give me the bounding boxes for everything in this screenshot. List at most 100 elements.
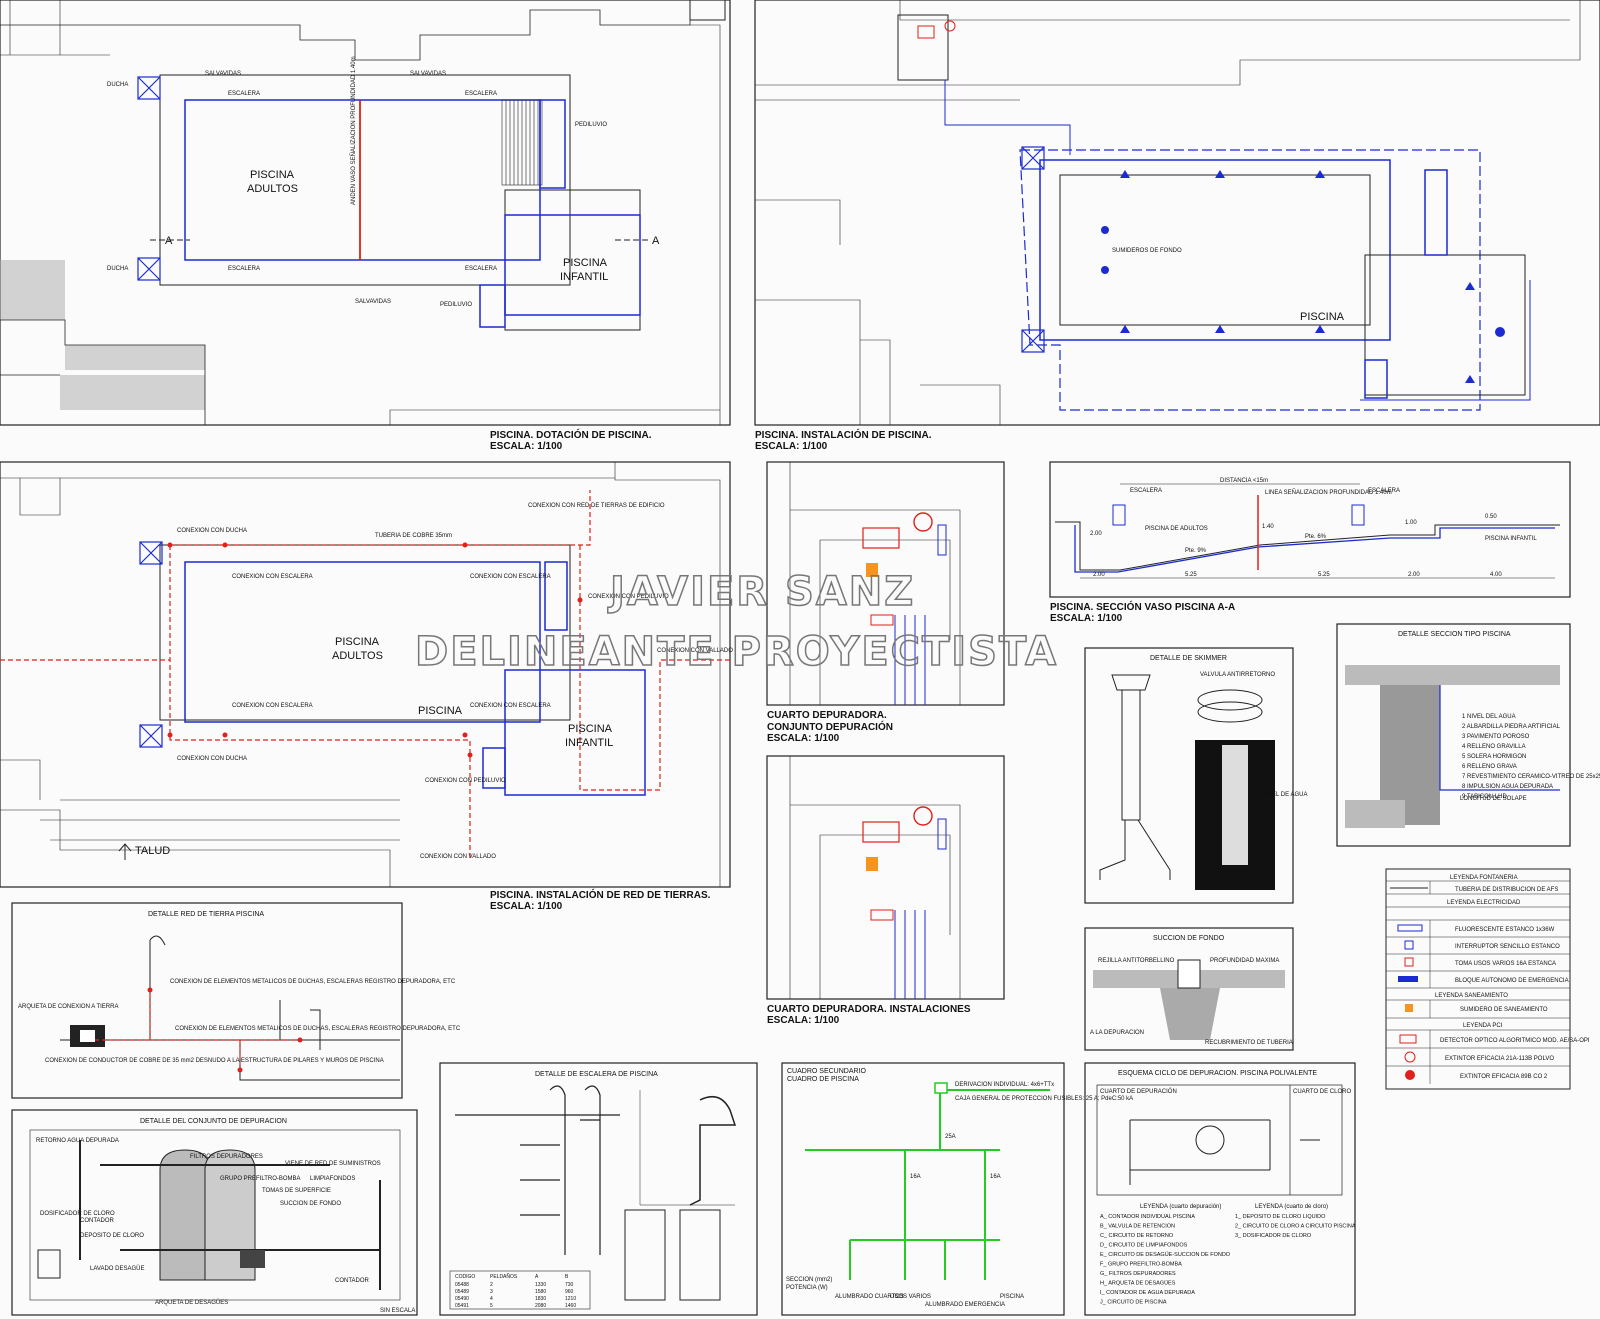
leg-pci: LEYENDA PCI <box>1463 1023 1503 1029</box>
pool-kids-label-4: INFANTIL <box>565 737 613 749</box>
esquema-legend-item: A_ CONTADOR INDIVIDUAL PISCINA <box>1100 1214 1195 1220</box>
tierra-c2: CONEXION DE ELEMENTOS METALICOS DE DUCHA… <box>175 1026 461 1032</box>
conexion-ducha-2: CONEXION CON DUCHA <box>177 756 247 762</box>
table-cell: 1460 <box>565 1303 576 1309</box>
conexion-pediluvio-2: CONEXION CON PEDILUVIO <box>425 778 506 784</box>
table-cell: 1830 <box>535 1296 546 1302</box>
infantil-aa-label: PISCINA INFANTIL <box>1485 536 1537 542</box>
nivel-label: NIVEL DE AGUA <box>1262 792 1307 798</box>
esquema-legend-item: F_ GRUPO PREFILTRO-BOMBA <box>1100 1262 1182 1268</box>
panel5-title: CUARTO DEPURADORA. INSTALACIONES <box>767 1004 971 1015</box>
height-1: 2.00 <box>1090 531 1102 537</box>
esquema-legend-item: G_ FILTROS DEPURADORES <box>1100 1271 1176 1277</box>
lavado-label: LAVADO DESAGÜE <box>90 1265 144 1272</box>
leg-p2: EXTINTOR EFICACIA 21A-113B POLVO <box>1445 1056 1554 1062</box>
panel4-title-1: CUARTO DEPURADORA. <box>767 710 887 721</box>
esquema-title: ESQUEMA CICLO DE DEPURACION. PISCINA POL… <box>1118 1070 1317 1077</box>
skimmer-title: DETALLE DE SKIMMER <box>1150 655 1227 662</box>
panel4-title-2: CONJUNTO DEPURACIÓN <box>767 720 893 733</box>
conexion-pediluvio-1: CONEXION CON PEDILUVIO <box>588 594 669 600</box>
linea-label: LINEA SEÑALIZACION PROFUNDIDAD 1.40m <box>1265 489 1392 496</box>
section-tipo-item: 2 ALBARDILLA PIEDRA ARTIFICIAL <box>1462 724 1561 730</box>
escalera-title: DETALLE DE ESCALERA DE PISCINA <box>535 1071 658 1078</box>
stair-table-frame <box>449 1270 591 1310</box>
panel3-title: PISCINA. INSTALACIÓN DE RED DE TIERRAS. <box>490 888 711 901</box>
esquema-legend-item: 2_ CIRCUITO DE CLORO A CIRCUITO PISCINA <box>1235 1224 1356 1230</box>
section-tipo-item: 3 PAVIMENTO POROSO <box>1462 734 1530 740</box>
escalera-aa-1: ESCALERA <box>1130 488 1162 494</box>
table-cell: 1210 <box>565 1296 576 1302</box>
pool-kids-label: PISCINA <box>563 257 608 269</box>
panel3-scale: ESCALA: 1/100 <box>490 901 563 912</box>
deposito-label: DEPOSITO DE CLORO <box>80 1233 144 1239</box>
conexion-ducha-1: CONEXION CON DUCHA <box>177 528 247 534</box>
table-cell: 1330 <box>535 1282 546 1288</box>
depuracion-title: DETALLE DEL CONJUNTO DE DEPURACION <box>140 1118 287 1125</box>
escalera-label-4: ESCALERA <box>465 266 497 272</box>
grupo-label: GRUPO PREFILTRO-BOMBA <box>220 1176 301 1182</box>
adultos-aa-label: PISCINA DE ADULTOS <box>1145 526 1208 532</box>
section-tipo-item: 9 TABICON LHD <box>1462 794 1507 800</box>
deriv-label: DERIVACION INDIVIDUAL: 4x6+TTx <box>955 1082 1054 1088</box>
slope-2: Pte. 6% <box>1305 534 1327 540</box>
tierra-c3: CONEXION DE CONDUCTOR DE COBRE DE 35 mm2… <box>45 1058 384 1064</box>
pool-label-3: PISCINA <box>418 705 463 717</box>
dim-4: 2.00 <box>1408 572 1420 578</box>
table-cell: 730 <box>565 1282 574 1288</box>
panel-cuarto-conjunto: CUARTO DEPURADORA. CONJUNTO DEPURACIÓN E… <box>766 461 1005 744</box>
talud-label: TALUD <box>135 845 170 857</box>
table-cell: 05491 <box>455 1303 469 1309</box>
slope-1: Pte. 9% <box>1185 548 1207 554</box>
section-tipo-title: DETALLE SECCION TIPO PISCINA <box>1398 631 1511 638</box>
panel1-scale: ESCALA: 1/100 <box>490 441 563 452</box>
arqueta-label: ARQUETA DE CONEXION A TIERRA <box>18 1004 118 1010</box>
table-cell: 05488 <box>455 1282 469 1288</box>
pool-adults-label-2: ADULTOS <box>247 183 298 195</box>
retorno-label: RETORNO AGUA DEPURADA <box>36 1138 119 1144</box>
cuarto-cloro-label: CUARTO DE CLORO <box>1293 1089 1351 1095</box>
panel-tierra-detail: DETALLE RED DE TIERRA PISCINA ARQUETA DE… <box>11 902 461 1099</box>
distancia-label: DISTANCIA <15m <box>1220 478 1268 484</box>
dim-2: 5.25 <box>1185 572 1197 578</box>
pool-kids-label-2: INFANTIL <box>560 271 608 283</box>
salvavidas-label-3: SALVAVIDAS <box>355 299 391 305</box>
limpia-label: LIMPIAFONDOS <box>310 1176 355 1182</box>
viene-label: VIENE DE RED DE SUMINISTROS <box>285 1161 381 1167</box>
esquema-legend-item: 3_ DOSIFICADOR DE CLORO <box>1235 1233 1312 1239</box>
tuberia-label: TUBERIA DE COBRE 35mm <box>375 533 452 539</box>
panel-section-tipo: DETALLE SECCION TIPO PISCINA 1 NIVEL DEL… <box>1336 623 1600 847</box>
conexion-red: CONEXION CON RED DE TIERRAS DE EDIFICIO <box>528 503 665 509</box>
panel4-scale: ESCALA: 1/100 <box>767 733 840 744</box>
filtros-label: FILTROS DEPURADORES <box>190 1154 263 1160</box>
recub-label: RECUBRIMIENTO DE TUBERIA <box>1205 1040 1293 1046</box>
section-tipo-item: 7 REVESTIMIENTO CERAMICO-VITREO DE 25x25… <box>1462 774 1600 780</box>
table-cell: 4 <box>490 1296 493 1302</box>
section-tipo-item: 1 NIVEL DEL AGUA <box>1462 714 1516 720</box>
leg-fontaneria: LEYENDA FONTANERIA <box>1450 875 1518 881</box>
contador-label-2: CONTADOR <box>335 1278 370 1284</box>
prof-label: PROFUNDIDAD MAXIMA <box>1210 958 1279 964</box>
pool-adults-label: PISCINA <box>250 169 295 181</box>
esquema-legend-item: H_ ARQUETA DE DESAGÜES <box>1100 1280 1176 1287</box>
panel-instalacion: PISCINA SUMIDEROS DE FONDO PISCINA. INST… <box>754 0 1600 452</box>
section-mark-a1: A <box>165 235 173 247</box>
panel5-scale: ESCALA: 1/100 <box>767 1015 840 1026</box>
depth-line-note: ANDEN VASO SEÑALIZACION PROFUNDIDAD 1.40… <box>350 56 357 205</box>
tierra-title: DETALLE RED DE TIERRA PISCINA <box>148 911 264 918</box>
salvavidas-label-1: SALVAVIDAS <box>205 71 241 77</box>
legend-panel: LEYENDA FONTANERIA TUBERIA DE DISTRIBUCI… <box>1385 868 1590 1090</box>
section-aa-scale: ESCALA: 1/100 <box>1050 613 1123 624</box>
dim-3: 5.25 <box>1318 572 1330 578</box>
tierra-c1: CONEXION DE ELEMENTOS METALICOS DE DUCHA… <box>170 979 456 985</box>
pool-adults-label-4: ADULTOS <box>332 650 383 662</box>
panel1-title: PISCINA. DOTACIÓN DE PISCINA. <box>490 428 652 441</box>
succion-title: SUCCION DE FONDO <box>1153 935 1225 942</box>
arqueta-desague-label: ARQUETA DE DESAGÜES <box>155 1299 228 1306</box>
esquema-legend-item: B_ VALVULA DE RETENCION <box>1100 1224 1175 1230</box>
escalera-aa-2: ESCALERA <box>1368 488 1400 494</box>
table-cell: 5 <box>490 1303 493 1309</box>
leg-p1: DETECTOR OPTICO ALGORITMICO MOD. AE/SA-O… <box>1440 1038 1590 1044</box>
section-tipo-item: 8 IMPULSION AGUA DEPURADA <box>1462 784 1553 790</box>
dim-1: 2.00 <box>1093 572 1105 578</box>
